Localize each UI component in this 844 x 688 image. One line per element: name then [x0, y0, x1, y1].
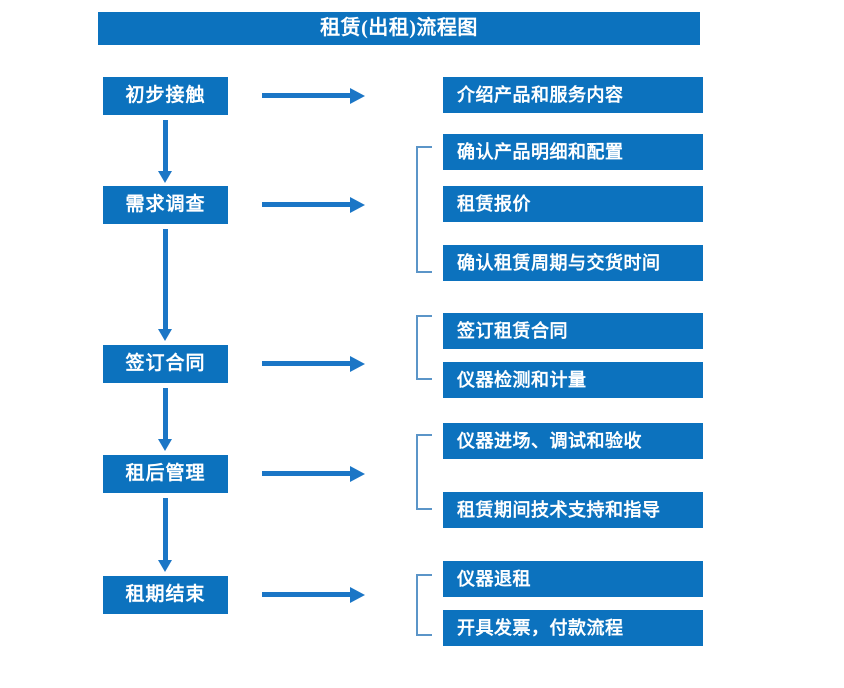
detail-box-6[interactable]: 仪器检测和计量	[443, 362, 703, 398]
right-arrow-1	[262, 87, 365, 104]
right-arrow-5	[262, 586, 365, 603]
stage-box-3[interactable]: 签订合同	[103, 345, 228, 383]
down-arrow-1	[158, 120, 172, 183]
detail-box-8[interactable]: 租赁期间技术支持和指导	[443, 492, 703, 528]
stage-box-4[interactable]: 租后管理	[103, 455, 228, 493]
stage-box-2[interactable]: 需求调查	[103, 186, 228, 224]
detail-box-3[interactable]: 租赁报价	[443, 186, 703, 222]
group-bracket-2	[416, 146, 432, 273]
right-arrow-3	[262, 355, 365, 372]
down-arrow-4	[158, 498, 172, 572]
down-arrow-2	[158, 229, 172, 341]
group-bracket-4	[416, 434, 432, 510]
group-bracket-5	[416, 574, 432, 636]
right-arrow-2	[262, 196, 365, 213]
detail-box-2[interactable]: 确认产品明细和配置	[443, 134, 703, 170]
stage-box-1[interactable]: 初步接触	[103, 77, 228, 115]
detail-box-7[interactable]: 仪器进场、调试和验收	[443, 423, 703, 459]
page-title: 租赁(出租)流程图	[98, 12, 700, 45]
right-arrow-4	[262, 465, 365, 482]
stage-box-5[interactable]: 租期结束	[103, 576, 228, 614]
detail-box-1[interactable]: 介绍产品和服务内容	[443, 77, 703, 113]
detail-box-9[interactable]: 仪器退租	[443, 561, 703, 597]
group-bracket-3	[416, 315, 432, 380]
detail-box-5[interactable]: 签订租赁合同	[443, 313, 703, 349]
down-arrow-3	[158, 388, 172, 451]
detail-box-10[interactable]: 开具发票，付款流程	[443, 610, 703, 646]
detail-box-4[interactable]: 确认租赁周期与交货时间	[443, 245, 703, 281]
